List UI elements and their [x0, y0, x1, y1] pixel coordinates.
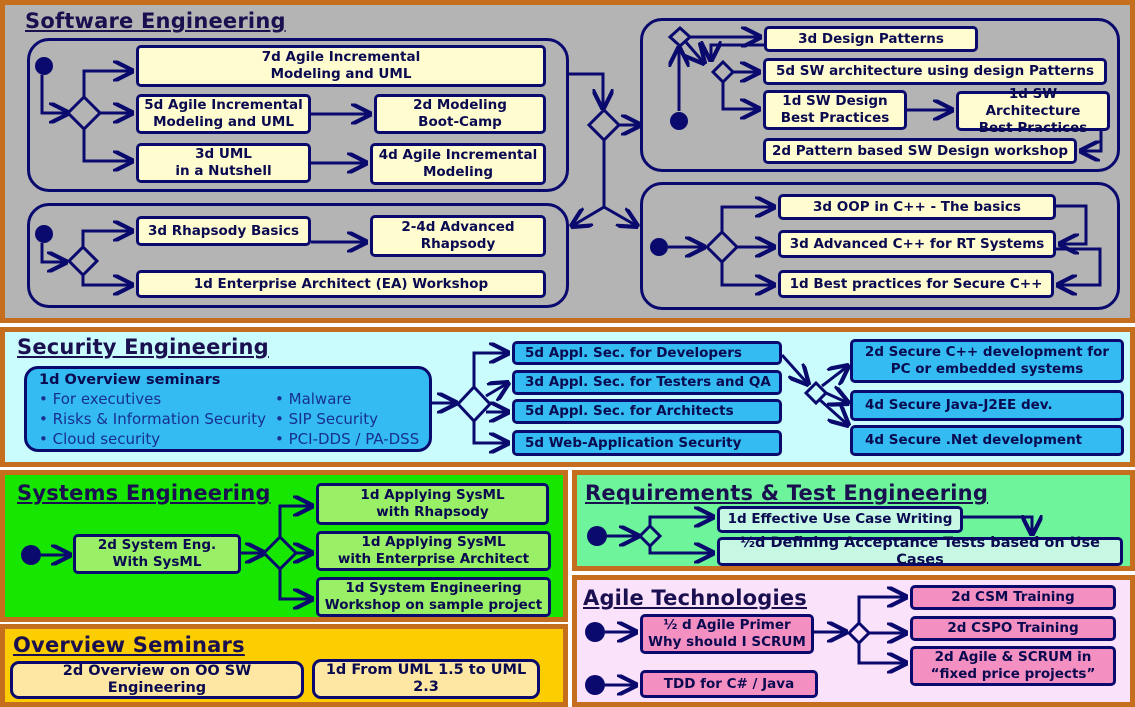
overview-topic: • PCI-DDS / PA-DSS: [275, 430, 420, 448]
cpp-group: [640, 182, 1120, 310]
course-2d-agile-scrum-fixed-price[interactable]: 2d Agile & SCRUM in “fixed price project…: [910, 646, 1116, 686]
course-5d-agile-modeling-uml[interactable]: 5d Agile Incremental Modeling and UML: [136, 94, 311, 134]
overview-topic: • Malware: [275, 390, 352, 408]
overview-topic-label: Malware: [288, 390, 352, 408]
software-engineering-title: Software Engineering: [25, 9, 286, 33]
design-group: [640, 18, 1120, 172]
overview-topic-label: SIP Security: [288, 410, 378, 428]
course-3d-design-patterns[interactable]: 3d Design Patterns: [764, 26, 978, 52]
overview-seminars-title: Overview Seminars: [13, 633, 245, 657]
course-2-4d-advanced-rhapsody[interactable]: 2-4d Advanced Rhapsody: [370, 215, 546, 257]
course-3d-uml-nutshell[interactable]: 3d UML in a Nutshell: [136, 143, 311, 183]
course-5d-web-application-security[interactable]: 5d Web-Application Security: [512, 430, 782, 456]
systems-engineering-title: Systems Engineering: [17, 481, 271, 505]
course-1d-uml-1-5-to-2-3[interactable]: 1d From UML 1.5 to UML 2.3: [312, 659, 540, 699]
course-half-day-agile-primer[interactable]: ½ d Agile Primer Why should I SCRUM: [640, 614, 814, 654]
overview-topic: • Cloud security: [39, 430, 161, 448]
course-2d-overview-oo-sw[interactable]: 2d Overview on OO SW Engineering: [10, 661, 304, 699]
course-1d-enterprise-architect-workshop[interactable]: 1d Enterprise Architect (EA) Workshop: [136, 270, 546, 298]
course-3d-rhapsody-basics[interactable]: 3d Rhapsody Basics: [136, 216, 311, 246]
overview-topic-label: Risks & Information Security: [52, 410, 266, 428]
overview-topic: • SIP Security: [275, 410, 378, 428]
overview-topic: • Risks & Information Security: [39, 410, 266, 428]
overview-topic-label: For executives: [52, 390, 162, 408]
requirements-test-title: Requirements & Test Engineering: [585, 481, 989, 505]
course-2d-pattern-sw-design-workshop[interactable]: 2d Pattern based SW Design workshop: [763, 138, 1077, 164]
course-1d-sysml-rhapsody[interactable]: 1d Applying SysML with Rhapsody: [316, 483, 549, 525]
course-1d-sw-design-best-practices[interactable]: 1d SW Design Best Practices: [763, 90, 907, 130]
course-2d-cspo-training[interactable]: 2d CSPO Training: [910, 616, 1116, 641]
course-3d-oop-cpp-basics[interactable]: 3d OOP in C++ - The basics: [778, 194, 1056, 220]
course-5d-sw-architecture[interactable]: 5d SW architecture using design Patterns: [763, 58, 1107, 85]
overview-topic-label: PCI-DDS / PA-DSS: [288, 430, 420, 448]
course-5d-appsec-developers[interactable]: 5d Appl. Sec. for Developers: [512, 341, 782, 365]
course-3d-appsec-testers-qa[interactable]: 3d Appl. Sec. for Testers and QA: [512, 370, 782, 395]
tools-group: [27, 203, 569, 308]
course-4d-agile-modeling[interactable]: 4d Agile Incremental Modeling: [370, 143, 546, 185]
course-2d-secure-cpp[interactable]: 2d Secure C++ development for PC or embe…: [850, 339, 1124, 383]
course-7d-agile-modeling-uml[interactable]: 7d Agile Incremental Modeling and UML: [136, 45, 546, 87]
overview-topic: • For executives: [39, 390, 162, 408]
course-2d-system-eng-sysml[interactable]: 2d System Eng. With SysML: [73, 534, 241, 574]
course-1d-sw-architecture-best-practices[interactable]: 1d SW Architecture Best Practices: [956, 86, 1110, 136]
security-overview-seminars[interactable]: 1d Overview seminars • For executives • …: [24, 366, 432, 452]
course-2d-csm-training[interactable]: 2d CSM Training: [910, 585, 1116, 610]
course-5d-appsec-architects[interactable]: 5d Appl. Sec. for Architects: [512, 399, 782, 424]
course-1d-sysml-enterprise-architect[interactable]: 1d Applying SysML with Enterprise Archit…: [316, 531, 551, 571]
course-2d-modeling-bootcamp[interactable]: 2d Modeling Boot-Camp: [374, 94, 546, 134]
modeling-group: [27, 38, 569, 192]
course-1d-use-case-writing[interactable]: 1d Effective Use Case Writing: [717, 506, 963, 533]
course-1d-system-eng-workshop[interactable]: 1d System Engineering Workshop on sample…: [316, 577, 551, 617]
agile-technologies-title: Agile Technologies: [583, 586, 807, 610]
course-4d-secure-java[interactable]: 4d Secure Java-J2EE dev.: [850, 390, 1124, 421]
course-4d-secure-dotnet[interactable]: 4d Secure .Net development: [850, 425, 1124, 456]
overview-topic-label: Cloud security: [52, 430, 161, 448]
security-overview-title: 1d Overview seminars: [39, 372, 221, 388]
course-3d-advanced-cpp-rt[interactable]: 3d Advanced C++ for RT Systems: [778, 230, 1056, 258]
course-1d-best-practices-secure-cpp[interactable]: 1d Best practices for Secure C++: [778, 270, 1054, 298]
course-tdd-csharp-java[interactable]: TDD for C# / Java: [640, 670, 818, 698]
security-engineering-title: Security Engineering: [17, 335, 269, 359]
course-half-day-acceptance-tests[interactable]: ½d Defining Acceptance Tests based on Us…: [717, 535, 1123, 568]
